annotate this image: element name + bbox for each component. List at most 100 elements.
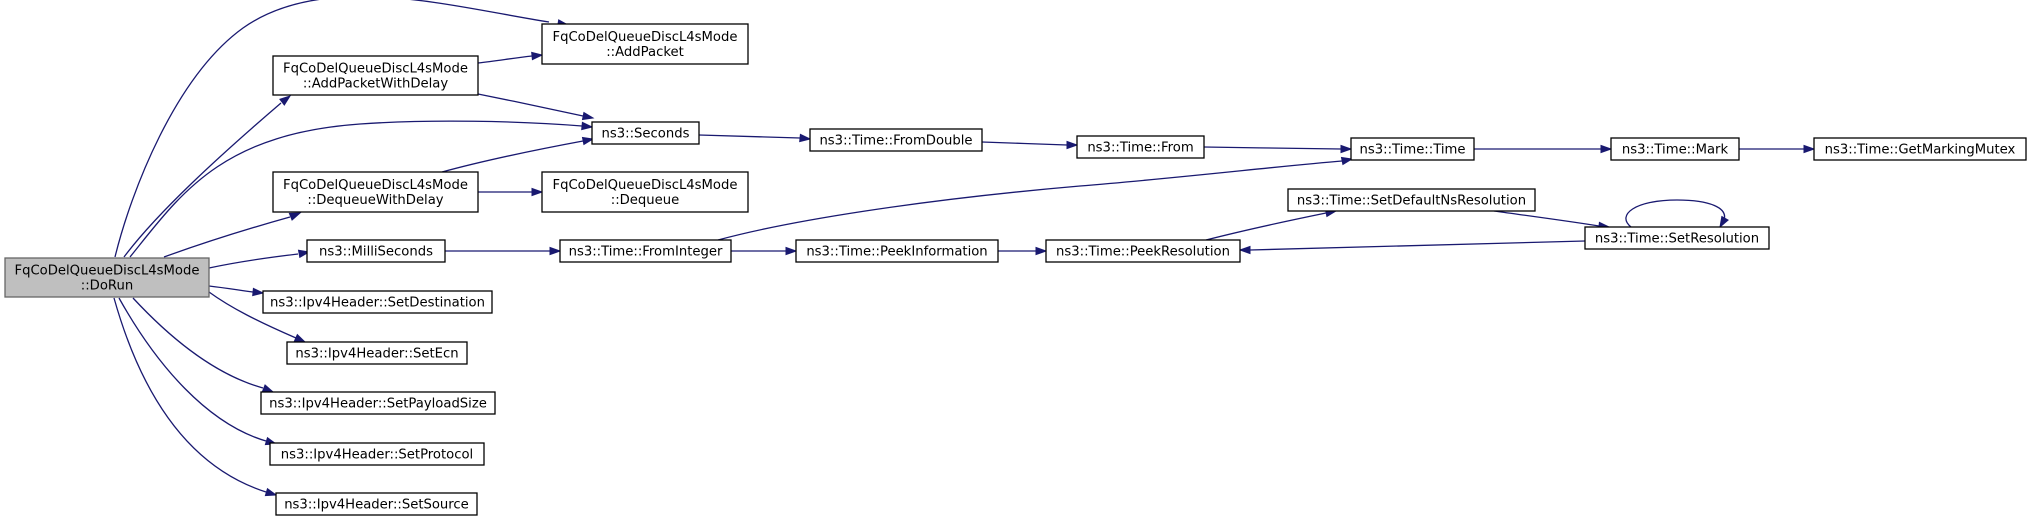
arrow-head [252, 287, 265, 297]
node-label: ns3::Time::FromInteger [569, 245, 723, 260]
edge-dorun-to-addpacket [114, 0, 570, 258]
edge-setres-to-peekres [1238, 240, 1586, 255]
node-box [262, 290, 493, 314]
node-label: FqCoDelQueueDiscL4sMode [553, 30, 738, 45]
edge-dorun-to-setpayload [132, 297, 275, 393]
node-label: ns3::Time::From [1087, 141, 1193, 156]
node-label: ns3::Seconds [602, 127, 690, 142]
node-box [795, 239, 999, 263]
node-box [1045, 239, 1241, 263]
node-label: ns3::Time::SetResolution [1595, 232, 1759, 247]
node-box [4, 257, 210, 298]
edge-addpacketdelay-to-addpacket [477, 51, 544, 64]
edge-line [1205, 212, 1327, 241]
node-label: FqCoDelQueueDiscL4sMode [15, 264, 200, 279]
node-setpayload[interactable]: ns3::Ipv4Header::SetPayloadSize [260, 391, 496, 415]
edge-line [129, 120, 583, 258]
edge-dorun-to-seconds [129, 120, 594, 258]
edge-line [123, 102, 282, 258]
node-time[interactable]: ns3::Time::Time [1350, 137, 1475, 161]
arrow-head [293, 333, 307, 343]
node-label: ns3::Ipv4Header::SetPayloadSize [269, 397, 487, 412]
node-box [306, 239, 446, 263]
node-box [541, 171, 749, 213]
arrow-head [549, 246, 562, 256]
node-addpacketdelay[interactable]: FqCoDelQueueDiscL4sMode::AddPacketWithDe… [272, 55, 479, 96]
edge-dorun-to-setprotocol [118, 297, 278, 446]
edge-dorun-to-setsource [113, 297, 278, 497]
node-label: FqCoDelQueueDiscL4sMode [553, 178, 738, 193]
node-label: ns3::Ipv4Header::SetSource [284, 498, 469, 513]
node-setecn[interactable]: ns3::Ipv4Header::SetEcn [286, 341, 468, 365]
arrow-head [799, 133, 812, 143]
edge-time-to-mark [1473, 144, 1613, 154]
arrow-head [1803, 144, 1816, 154]
edge-line [477, 93, 584, 117]
edge-line [113, 297, 267, 493]
node-seconds[interactable]: ns3::Seconds [591, 121, 700, 145]
arrow-head [261, 384, 275, 393]
node-getmarkingmutex[interactable]: ns3::Time::GetMarkingMutex [1813, 137, 2027, 161]
node-box [1813, 137, 2027, 161]
node-addpacket[interactable]: FqCoDelQueueDiscL4sMode::AddPacket [541, 23, 749, 65]
arrow-head [1600, 144, 1613, 154]
node-label: ::DequeueWithDelay [307, 193, 443, 208]
arrow-head [1340, 156, 1354, 166]
node-label: ns3::Time::FromDouble [819, 134, 972, 149]
node-setdefaultns[interactable]: ns3::Time::SetDefaultNsResolution [1287, 188, 1536, 212]
arrow-head [288, 212, 302, 221]
node-milliseconds[interactable]: ns3::MilliSeconds [306, 239, 446, 263]
edge-setres-to-setres [1625, 199, 1729, 229]
arrow-head [1719, 215, 1729, 229]
edge-frominteger-to-peekinfo [731, 246, 798, 256]
edge-peekres-to-setdefaultns [1205, 208, 1338, 241]
arrow-head [581, 136, 595, 146]
node-peekinfo[interactable]: ns3::Time::PeekInformation [795, 239, 999, 263]
edge-line [1625, 199, 1726, 228]
node-peekres[interactable]: ns3::Time::PeekResolution [1045, 239, 1241, 263]
node-box [1287, 188, 1536, 212]
arrow-head [1035, 246, 1048, 256]
node-setsource[interactable]: ns3::Ipv4Header::SetSource [275, 492, 478, 516]
edge-line [163, 216, 291, 258]
arrow-head [279, 95, 292, 106]
edge-line [441, 140, 584, 173]
node-fromdouble[interactable]: ns3::Time::FromDouble [809, 128, 983, 152]
edge-line [717, 160, 1343, 241]
node-box [269, 442, 485, 466]
node-from[interactable]: ns3::Time::From [1076, 135, 1205, 159]
arrow-head [264, 487, 278, 497]
node-label: ns3::Ipv4Header::SetDestination [270, 296, 485, 311]
node-setres[interactable]: ns3::Time::SetResolution [1584, 226, 1770, 250]
edge-frominteger-to-time [717, 156, 1354, 241]
node-box [260, 391, 496, 415]
node-setprotocol[interactable]: ns3::Ipv4Header::SetProtocol [269, 442, 485, 466]
edge-line [208, 291, 297, 339]
edges-layer [113, 0, 1816, 497]
arrow-head [531, 51, 544, 61]
node-frominteger[interactable]: ns3::Time::FromInteger [559, 239, 732, 263]
edge-fromdouble-to-from [981, 140, 1079, 150]
edge-dorun-to-addpacketdelay [123, 95, 292, 258]
edge-line [114, 0, 550, 258]
arrow-head [581, 111, 595, 121]
node-label: ns3::MilliSeconds [319, 245, 433, 260]
node-box [559, 239, 732, 263]
edge-seconds-to-fromdouble [698, 133, 812, 143]
node-label: ns3::Ipv4Header::SetProtocol [281, 448, 473, 463]
node-label: ::Dequeue [611, 193, 679, 208]
node-label: ns3::Time::PeekResolution [1056, 245, 1230, 260]
edge-line [698, 134, 801, 139]
arrow-head [785, 246, 798, 256]
node-dequeuedelay[interactable]: FqCoDelQueueDiscL4sMode::DequeueWithDela… [272, 171, 479, 213]
node-setdest[interactable]: ns3::Ipv4Header::SetDestination [262, 290, 493, 314]
edge-line [981, 141, 1068, 146]
node-dequeue[interactable]: FqCoDelQueueDiscL4sMode::Dequeue [541, 171, 749, 213]
node-box [272, 171, 479, 213]
node-mark[interactable]: ns3::Time::Mark [1610, 137, 1740, 161]
edge-line [208, 285, 254, 293]
node-box [591, 121, 700, 145]
node-label: ::AddPacketWithDelay [303, 77, 449, 92]
arrow-head [581, 121, 594, 131]
